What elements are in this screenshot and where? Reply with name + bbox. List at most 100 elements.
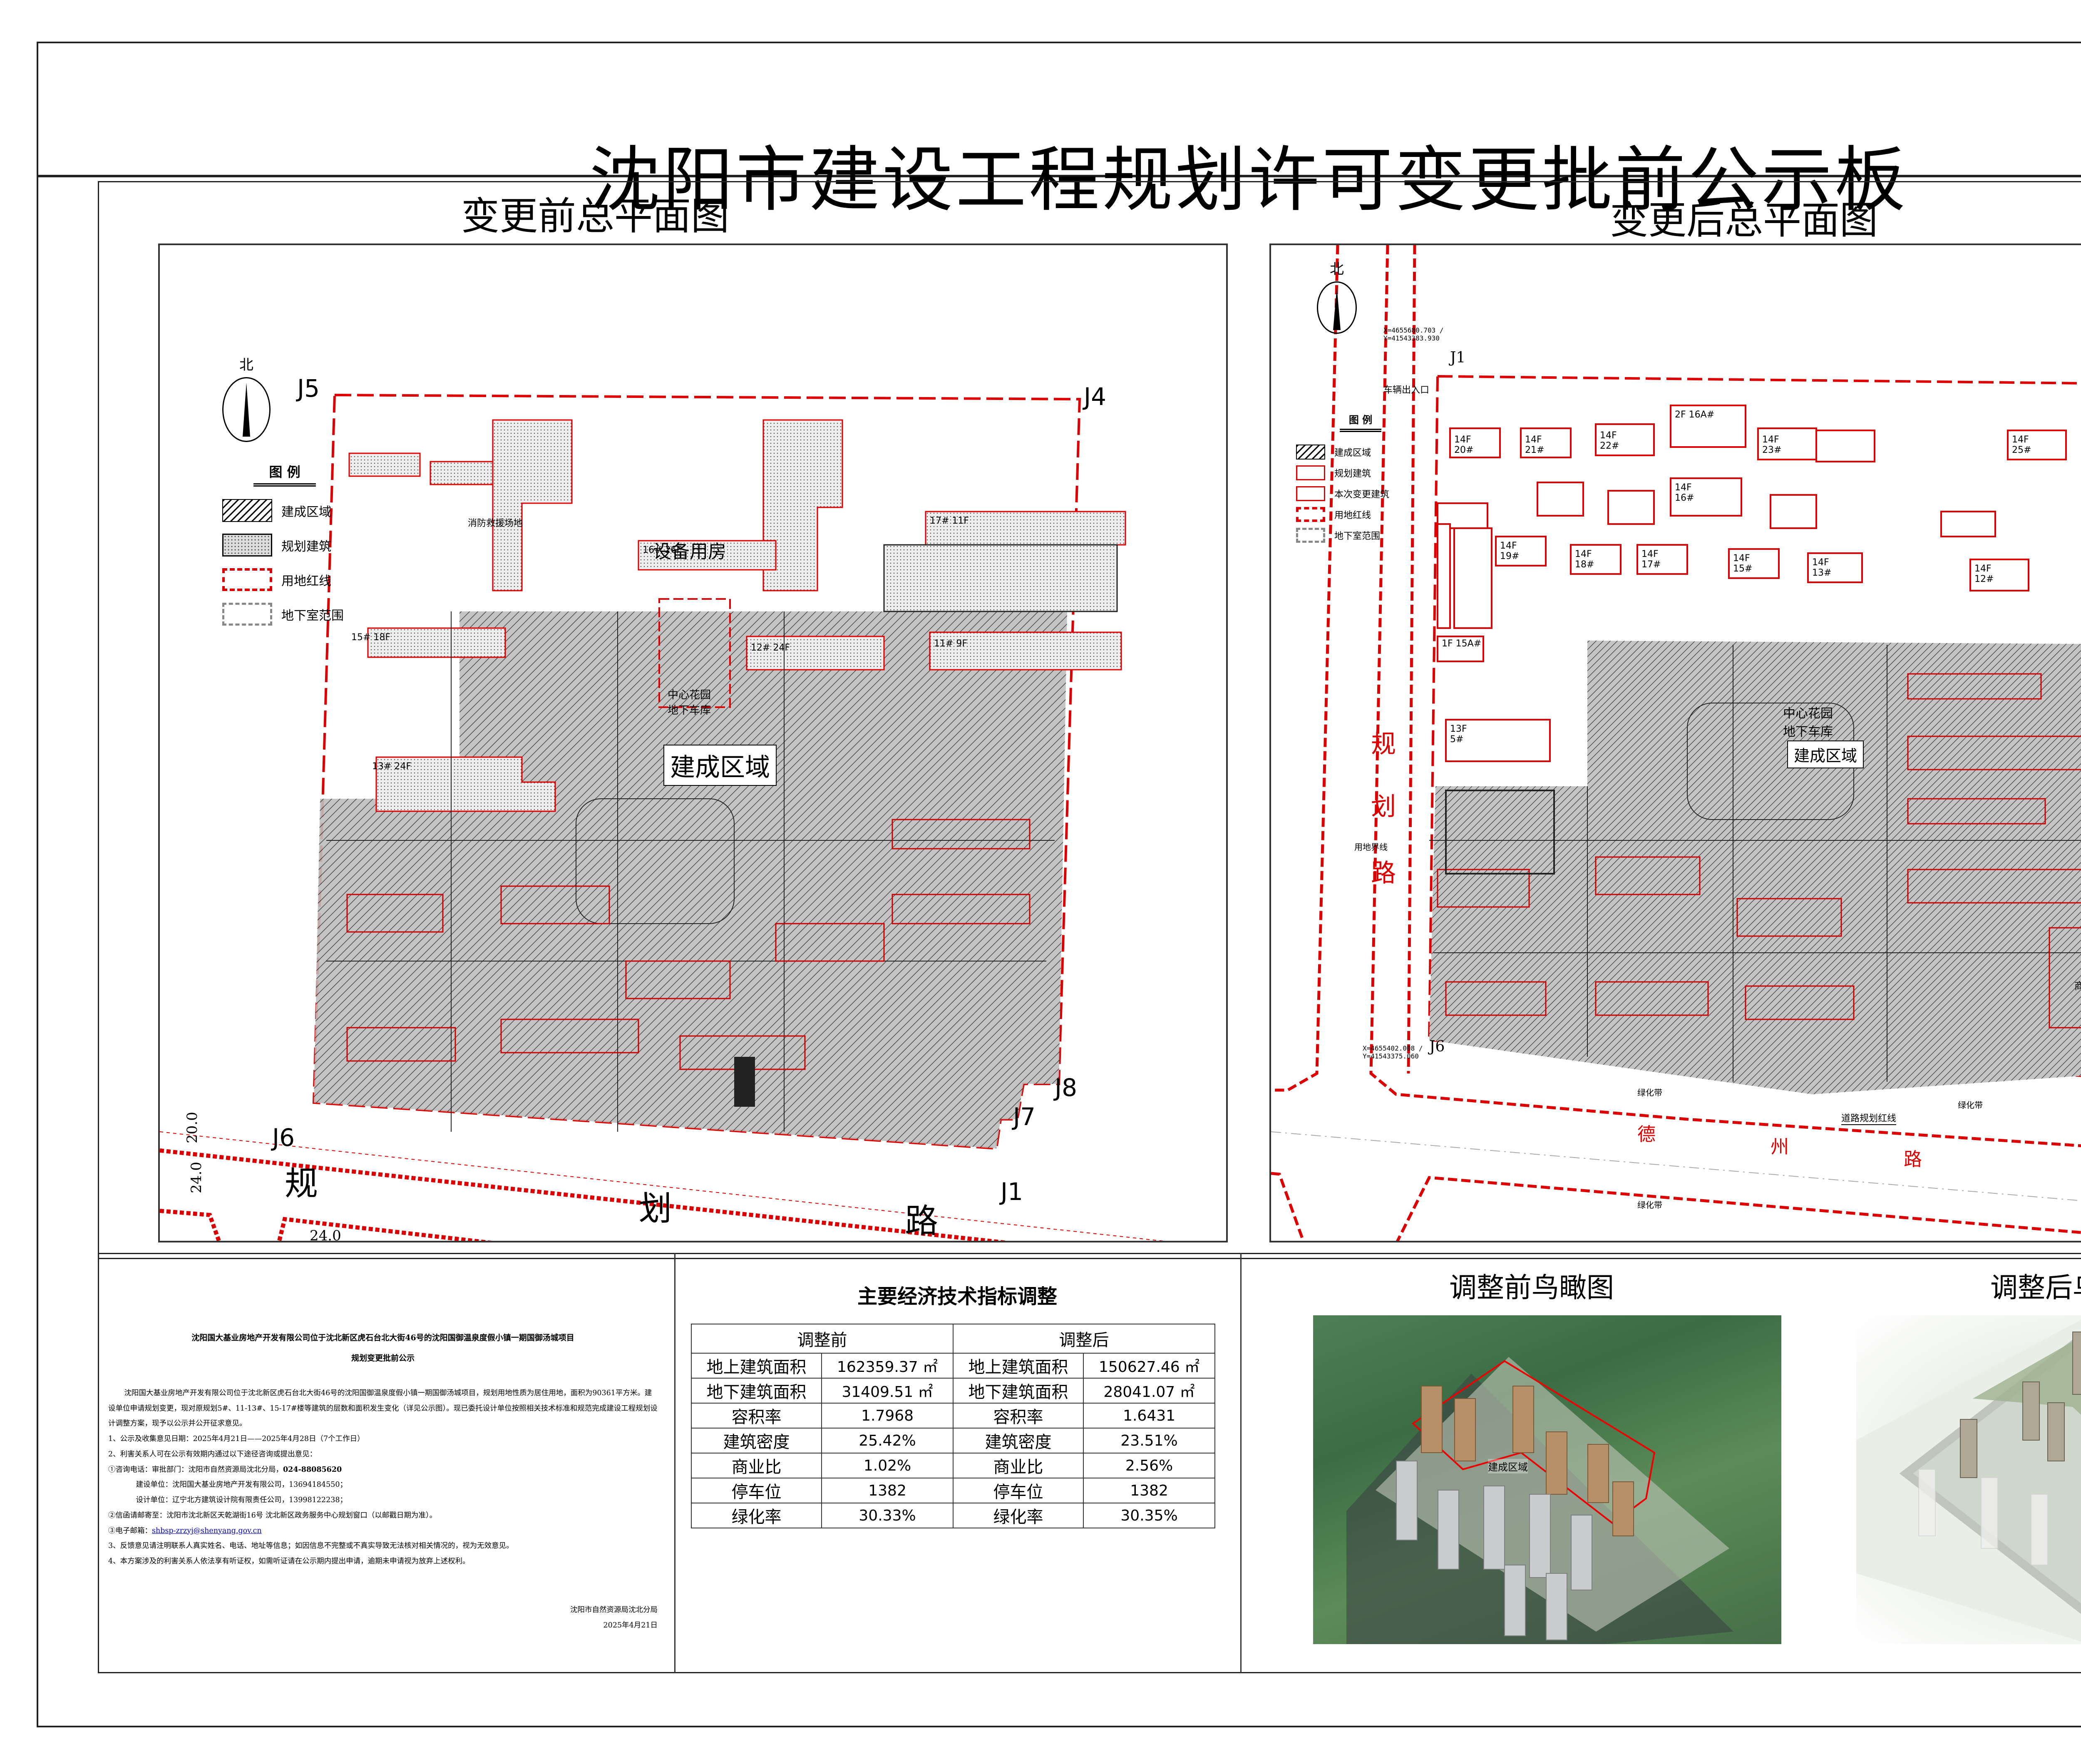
road-char-3: 路 [905, 1202, 938, 1240]
notice-item-3: 3、反馈意见请注明联系人真实姓名、电话、地址等信息；如因信息不完整或不真实导致无… [108, 1542, 514, 1550]
west-road-char-2: 划 [1371, 792, 1396, 821]
notice-builder: 建设单位：沈阳国大基业房地产开发有限公司，13694184550； [136, 1481, 347, 1489]
plan-after-drawing [1271, 245, 2081, 1241]
aerial-after-drawing [1856, 1319, 2081, 1642]
metrics-header-row: 调整前 调整后 [691, 1324, 1216, 1354]
board-frame [37, 42, 2081, 1727]
building-11: 11# 9F [934, 639, 968, 649]
compass-icon [1317, 281, 1357, 334]
building-16: 16# 26F [643, 545, 682, 555]
notice-designer: 设计单位：辽宁北方建筑设计院有限责任公司，13998122238； [136, 1496, 347, 1505]
building-17: 17# 11F [930, 516, 969, 526]
plan-before: 北 图 例 建成区域 规划建筑 用地红线 地下室范围 J5 J4 J8 J7 J… [158, 243, 1228, 1242]
vehicle-entry-label-west: 车辆出入口 [1383, 385, 1430, 395]
road-width-24a: 24.0 [188, 1162, 205, 1193]
plan-before-legend: 图 例 建成区域 规划建筑 用地红线 地下室范围 [222, 462, 347, 637]
commercial-label: 商业楼 [2074, 978, 2081, 992]
coord-j1: X=4655680.703 / Y=41543383.930 [1383, 326, 1444, 342]
plans-section [98, 181, 2081, 1259]
notice-phone: ①咨询电话：审批部门：沈阳市自然资源局沈北分局，024-88085620 [108, 1465, 342, 1474]
point-j5: J5 [297, 374, 320, 402]
north-arrow: 北 [222, 353, 271, 442]
notice-item-4: 4、本方案涉及的利害关系人依法享有听证权，如需听证请在公示期内提出申请，逾期未申… [108, 1557, 470, 1566]
west-road-char-3: 路 [1371, 859, 1396, 888]
table-divider [1240, 1253, 1242, 1673]
plan-before-title: 变更前总平面图 [461, 194, 729, 239]
boundary-line-label: 用地界线 [1354, 842, 1388, 852]
north-arrow-after: 北 [1317, 258, 1357, 334]
green-belt-label-1: 绿化带 [1637, 1088, 1662, 1098]
lower-section [98, 1253, 2081, 1673]
header-before: 调整前 [691, 1324, 954, 1354]
built-zone-label-after: 建成区域 [1787, 740, 1864, 768]
point-j7: J7 [1013, 1103, 1036, 1131]
red-outline-swatch-icon [1296, 486, 1325, 501]
notice-signer: 沈阳市自然资源局沈北分局 [570, 1605, 658, 1614]
red-outline-swatch-icon [1296, 465, 1325, 480]
coord-j6: X=4655402.008 / Y=41543375.060 [1363, 1044, 1423, 1060]
south-road-char-1: 德 [1637, 1124, 1656, 1145]
fire-area-label: 消防救援场地 [468, 518, 523, 529]
notice-date: 2025年4月21日 [603, 1621, 658, 1630]
dotted-swatch-icon [222, 534, 272, 557]
point-j8: J8 [1055, 1073, 1078, 1102]
green-belt-label-3: 绿化带 [1637, 1200, 1662, 1210]
built-zone-label: 建成区域 [663, 745, 777, 786]
west-road-char-1: 规 [1371, 730, 1396, 759]
road-char-2: 划 [638, 1189, 672, 1228]
south-road-char-2: 州 [1771, 1136, 1789, 1158]
south-road-char-3: 路 [1904, 1149, 1922, 1170]
point-j1-after: J1 [1450, 349, 1466, 366]
notice-email-row: ③电子邮箱：shbsp-zrzyj@shenyang.gov.cn [108, 1526, 262, 1535]
gray-dashed-line-icon [1296, 528, 1325, 543]
red-dashed-line-icon [222, 568, 272, 591]
hatch-swatch-icon [222, 499, 272, 522]
title-divider [37, 175, 2081, 177]
aerial-before-title: 调整前鸟瞰图 [1449, 1272, 1614, 1304]
plan-after-legend: 图 例 建成区域 规划建筑 本次变更建筑 用地红线 地下室范围 [1296, 412, 1425, 549]
plan-after-title: 变更后总平面图 [1609, 198, 1878, 243]
compass-icon [222, 377, 271, 442]
building-13: 13# 24F [372, 761, 412, 772]
road-width-24b: 24.0 [310, 1227, 341, 1242]
gray-dashed-line-icon [222, 603, 272, 626]
hatch-swatch-icon [1296, 445, 1325, 460]
aerial-before-image: 建成区域 [1313, 1315, 1781, 1644]
point-j4: J4 [1084, 383, 1107, 411]
center-garden-label: 中心花园 地下车库 [668, 689, 711, 717]
metrics-title: 主要经济技术指标调整 [857, 1285, 1057, 1308]
email-link[interactable]: shbsp-zrzyj@shenyang.gov.cn [152, 1526, 262, 1535]
equipment-room-label: 设备用房 [653, 541, 726, 562]
aerial-before-drawing [1346, 1357, 1733, 1644]
road-redline-label: 道路规划红线 [1841, 1111, 1897, 1125]
aerial-before-zone-label: 建成区域 [1488, 1459, 1528, 1473]
point-j6-after: J6 [1429, 1038, 1445, 1055]
public-notice: 沈阳国大基业房地产开发有限公司位于沈北新区虎石台北大街46号的沈阳国御温泉度假小… [108, 1290, 658, 1633]
building-16a: 2F 16A# [1675, 410, 1715, 420]
notice-item-2: 2、利害关系人可在公示有效期内通过以下途径咨询或提出意见： [108, 1450, 317, 1458]
board-title: 沈阳市建设工程规划许可变更批前公示板 [589, 139, 1908, 221]
red-dashed-line-icon [1296, 507, 1325, 522]
plan-after: 北 图 例 建成区域 规划建筑 本次变更建筑 用地红线 地下室范围 J1 J2 … [1269, 243, 2081, 1242]
green-belt-label-2: 绿化带 [1958, 1100, 1983, 1110]
building-12: 12# 24F [751, 643, 790, 653]
